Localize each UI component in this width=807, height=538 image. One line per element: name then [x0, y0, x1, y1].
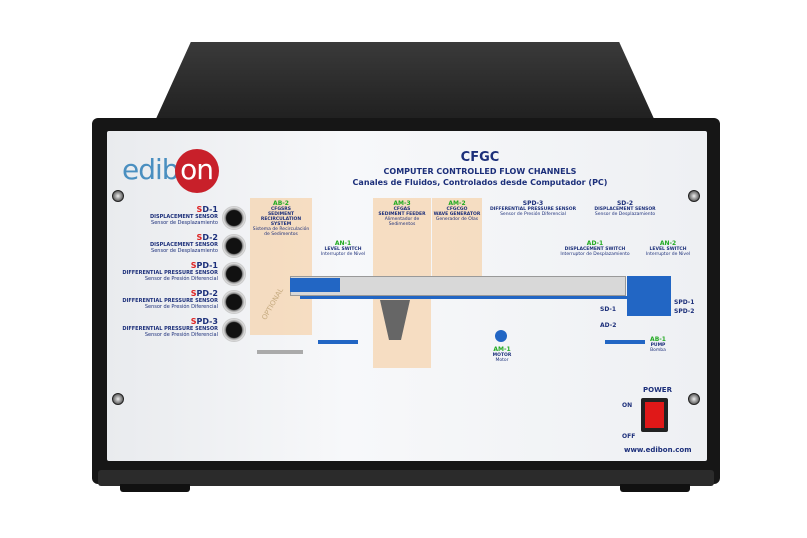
product-name-en: COMPUTER CONTROLLED FLOW CHANNELS [383, 167, 577, 176]
connector-spd3[interactable] [222, 318, 246, 342]
edibon-logo: edibon [122, 148, 219, 193]
label-ad2: AD-2 [600, 322, 617, 329]
support-left [318, 340, 358, 344]
support-right [605, 340, 645, 344]
channel-frame [300, 296, 630, 299]
connector-spd2[interactable] [222, 290, 246, 314]
product-name-es: Canales de Fluidos, Controlados desde Co… [352, 178, 608, 187]
screw-icon [112, 393, 124, 405]
tank-right [627, 276, 671, 316]
screw-icon [688, 393, 700, 405]
product-code: CFGC [460, 150, 500, 165]
rail [257, 350, 303, 354]
connector-spd1[interactable] [222, 262, 246, 286]
screw-icon [688, 190, 700, 202]
connector-sd1[interactable] [222, 206, 246, 230]
logo-circle: on [174, 149, 219, 193]
flow-channel [290, 276, 626, 296]
power-on-label: ON [622, 402, 633, 409]
power-off-label: OFF [622, 433, 636, 440]
screw-icon [112, 190, 124, 202]
website: www.edibon.com [624, 446, 692, 454]
label-sd1: SD-1 [600, 306, 617, 313]
label-spd1: SPD-1 [674, 299, 695, 306]
tank-left [290, 278, 340, 292]
enclosure-top [150, 42, 660, 132]
power-switch[interactable] [641, 398, 668, 432]
power-label: POWER [643, 386, 672, 394]
power-switch-rocker[interactable] [645, 402, 664, 428]
enclosure-base [98, 470, 714, 486]
label-spd2: SPD-2 [674, 308, 695, 315]
foot-right [620, 484, 690, 492]
motor-icon [495, 330, 507, 342]
foot-left [120, 484, 190, 492]
logo-text: edib [122, 153, 180, 186]
optional-zone-ab2 [250, 198, 312, 335]
connector-sd2[interactable] [222, 234, 246, 258]
